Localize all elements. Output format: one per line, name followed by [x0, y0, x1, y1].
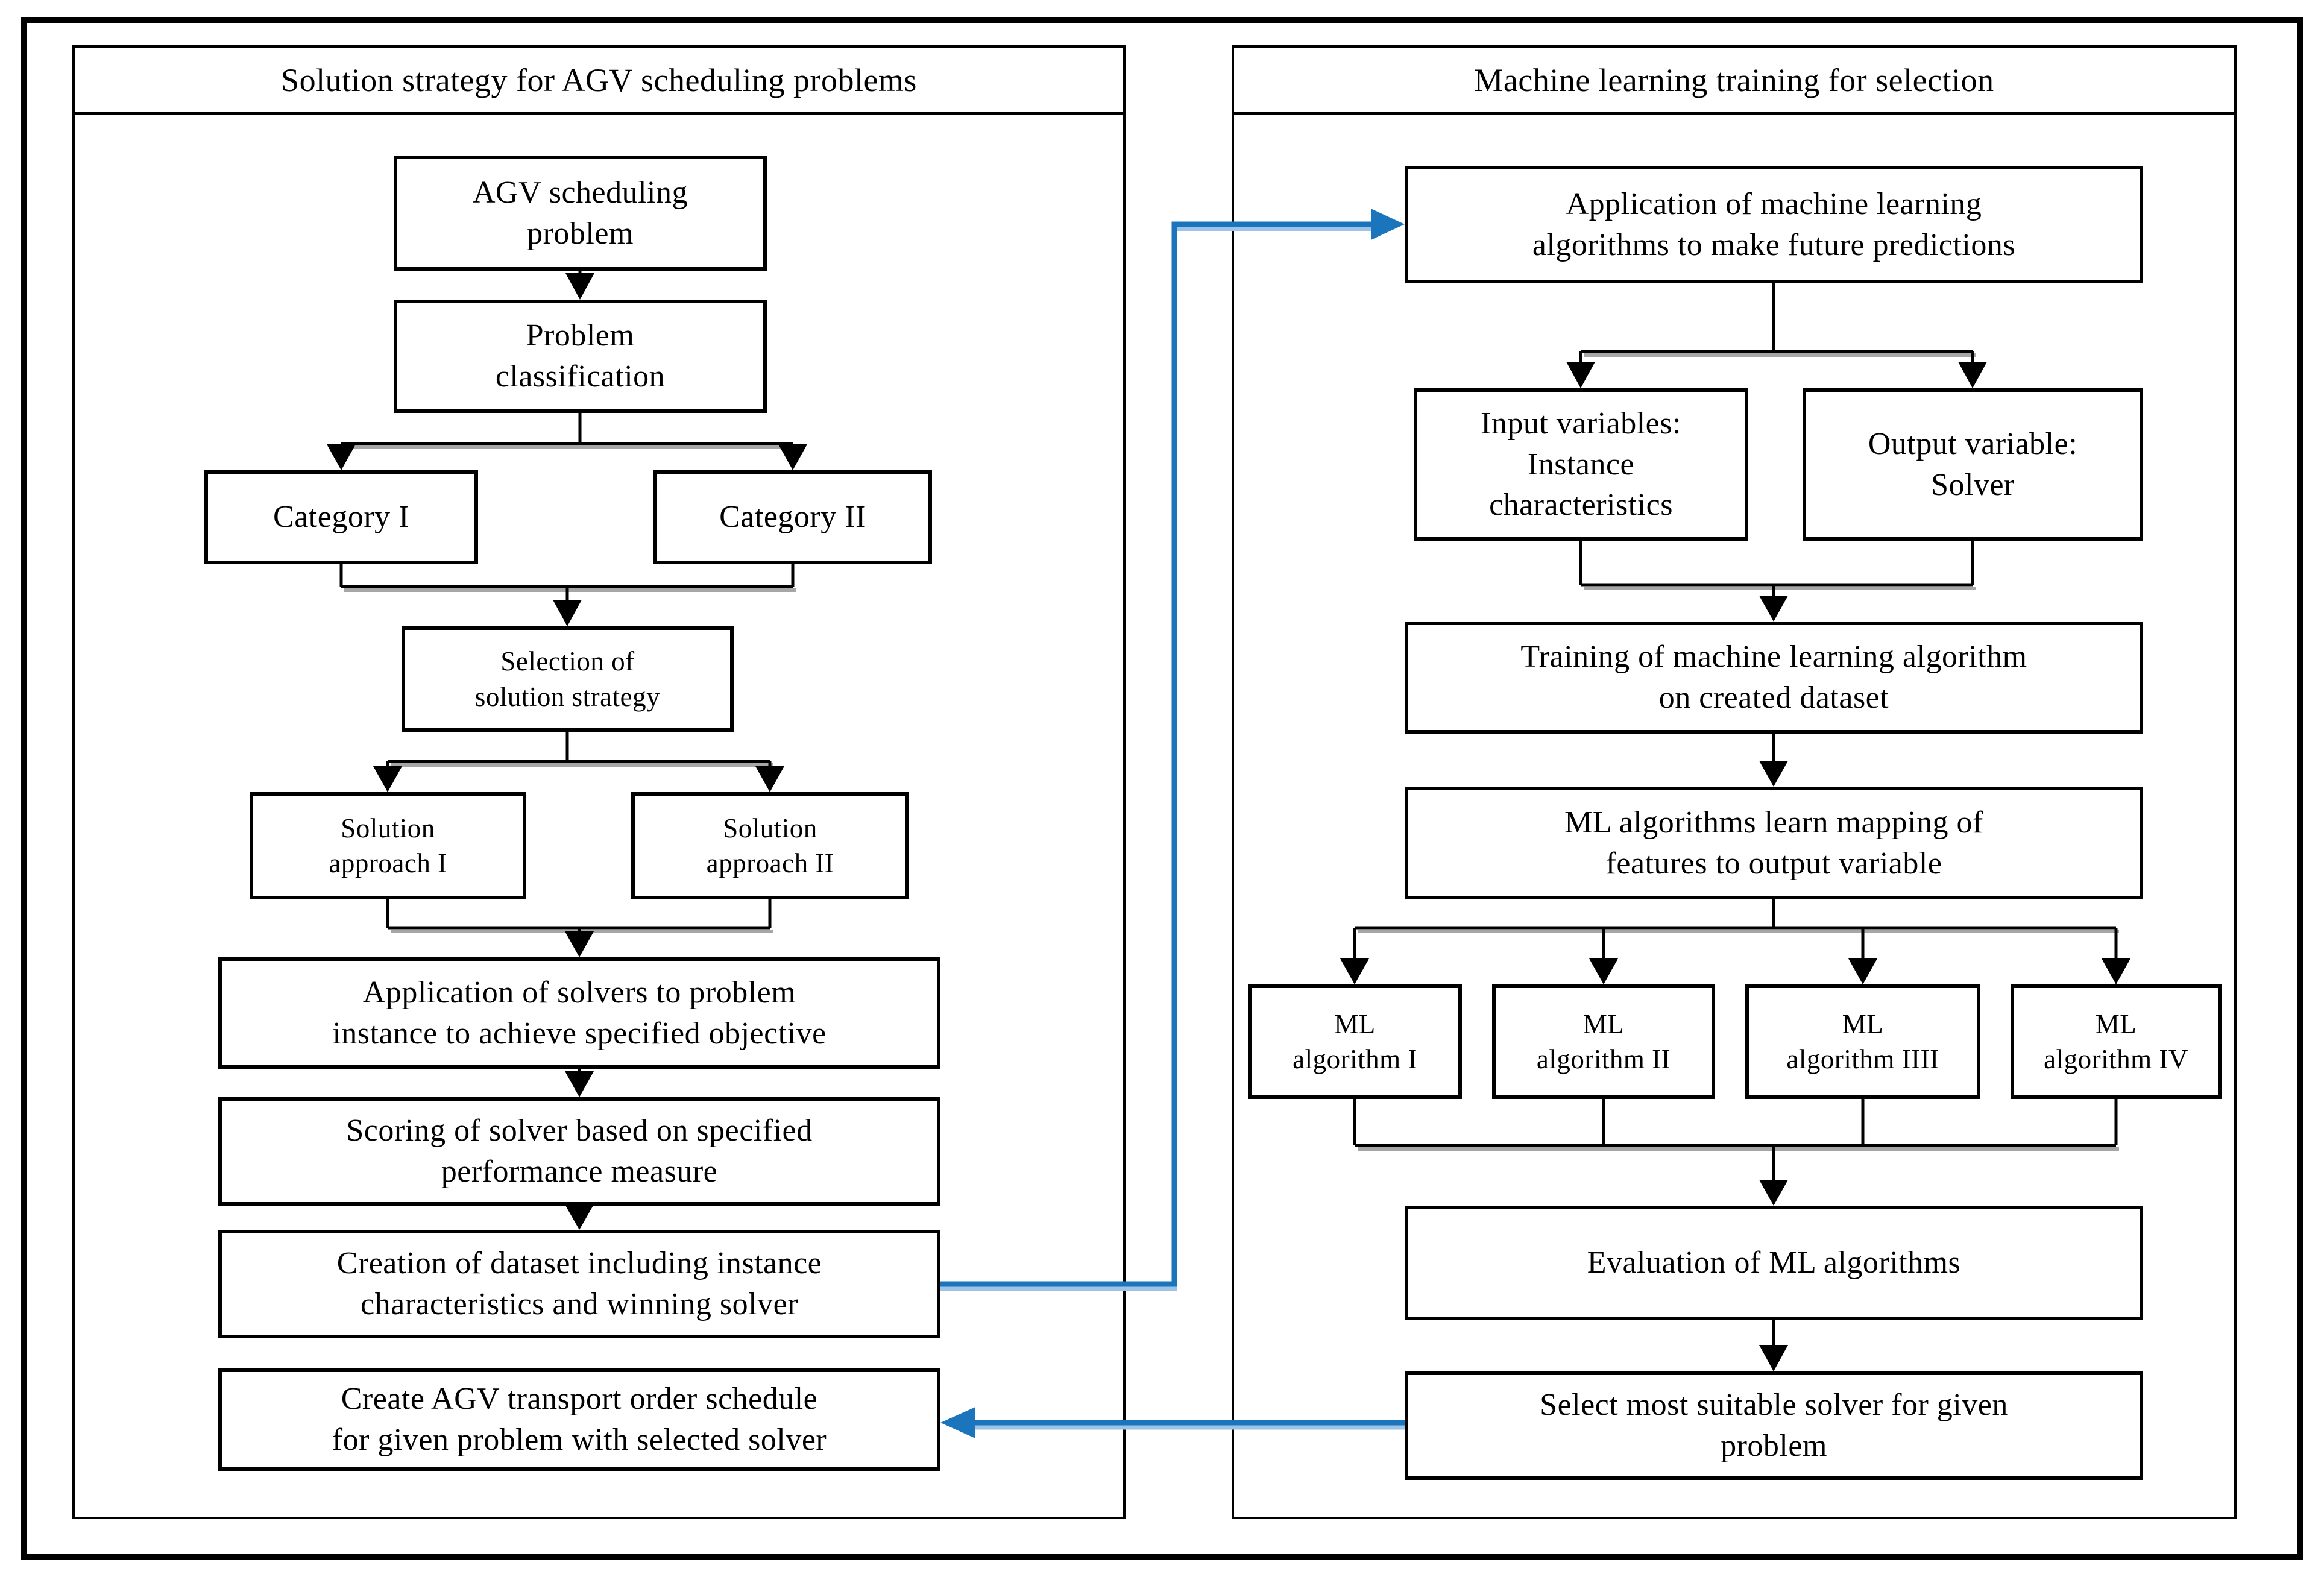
arrowhead-into-schedule: [940, 1407, 975, 1438]
flow-box-output-variable: Output variable: Solver: [1803, 388, 2143, 541]
flow-box-ml-algorithm-1: ML algorithm I: [1248, 984, 1462, 1099]
flow-box-solution-approach-1: Solution approach I: [250, 792, 526, 899]
flow-box-category-2: Category II: [653, 470, 932, 564]
connector-ml-join: [1353, 1099, 2118, 1181]
connector-categories-join: [339, 564, 795, 601]
flow-box-ml-algorithm-3: ML algorithm IIII: [1745, 984, 1980, 1099]
flow-box-selection-of-solution-strategy: Selection of solution strategy: [402, 626, 734, 732]
flow-box-evaluation-of-ml: Evaluation of ML algorithms: [1405, 1206, 2143, 1320]
connector-approaches-join: [386, 899, 772, 933]
flow-box-training-ml-algorithm: Training of machine learning algorithm o…: [1405, 622, 2143, 734]
connector-selection-split: [386, 732, 772, 767]
flow-box-create-agv-schedule: Create AGV transport order schedule for …: [218, 1368, 940, 1471]
black-connector-lines: [339, 271, 2118, 1346]
flow-box-ml-application: Application of machine learning algorith…: [1405, 166, 2143, 283]
arrowhead-into-mlapp: [1371, 209, 1405, 240]
connector-mlapp-split: [1579, 283, 1974, 363]
flow-box-solution-approach-2: Solution approach II: [631, 792, 909, 899]
flow-box-ml-algorithm-4: ML algorithm IV: [2011, 984, 2222, 1099]
flow-box-category-1: Category I: [204, 470, 478, 564]
blue-arrowheads: [940, 209, 1405, 1438]
left-panel-title: Solution strategy for AGV scheduling pro…: [75, 48, 1123, 115]
flow-box-input-variables: Input variables: Instance characteristic…: [1414, 388, 1748, 541]
black-arrowheads: [327, 273, 2130, 1371]
connector-mapping-split: [1353, 899, 2118, 960]
flow-box-ml-algorithm-2: ML algorithm II: [1492, 984, 1715, 1099]
flow-box-agv-scheduling-problem: AGV scheduling problem: [394, 156, 767, 271]
connector-gray-shadows: [344, 353, 2119, 1151]
connector-dataset-to-mlapp: [940, 221, 1372, 1287]
connector-problem-split: [341, 413, 793, 445]
flow-box-ml-learn-mapping: ML algorithms learn mapping of features …: [1405, 787, 2143, 899]
flow-box-select-most-suitable-solver: Select most suitable solver for given pr…: [1405, 1371, 2143, 1480]
blue-connector-lines: [940, 221, 1405, 1426]
flow-box-scoring-of-solver: Scoring of solver based on specified per…: [218, 1097, 940, 1206]
right-panel-title: Machine learning training for selection: [1234, 48, 2234, 115]
flow-box-application-of-solvers: Application of solvers to problem instan…: [218, 957, 940, 1069]
flow-box-problem-classification: Problem classification: [394, 300, 767, 413]
connector-io-join: [1579, 541, 1974, 597]
flow-box-creation-of-dataset: Creation of dataset including instance c…: [218, 1230, 940, 1338]
